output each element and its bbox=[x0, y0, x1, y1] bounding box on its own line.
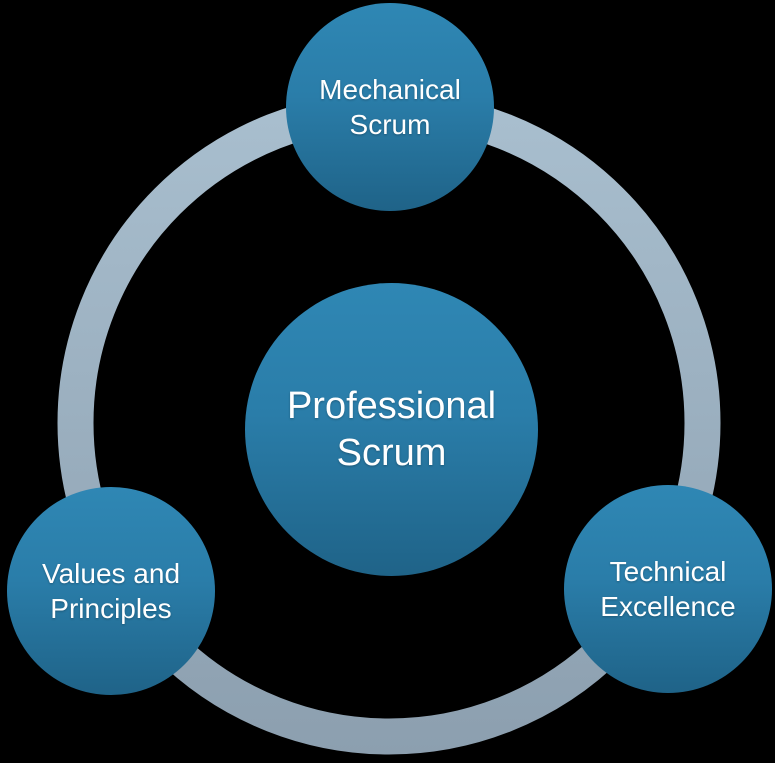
node-values-and-principles-label-line1: Values and bbox=[41, 558, 181, 589]
node-values-and-principles-label-line2: Principles bbox=[50, 593, 172, 624]
node-technical-excellence-label-line1: Technical bbox=[609, 556, 727, 587]
node-professional-scrum-label-line1: Professional bbox=[286, 384, 497, 427]
node-values-and-principles: Values and Principles bbox=[7, 487, 215, 695]
node-mechanical-scrum-label-line2: Scrum bbox=[349, 109, 431, 140]
node-mechanical-scrum-label-line1: Mechanical bbox=[319, 74, 461, 105]
node-mechanical-scrum: Mechanical Scrum bbox=[286, 3, 494, 211]
node-professional-scrum: Professional Scrum bbox=[245, 283, 538, 576]
node-technical-excellence-label-line2: Excellence bbox=[600, 591, 736, 622]
node-professional-scrum-label-line2: Scrum bbox=[336, 431, 447, 474]
node-technical-excellence: Technical Excellence bbox=[564, 485, 772, 693]
